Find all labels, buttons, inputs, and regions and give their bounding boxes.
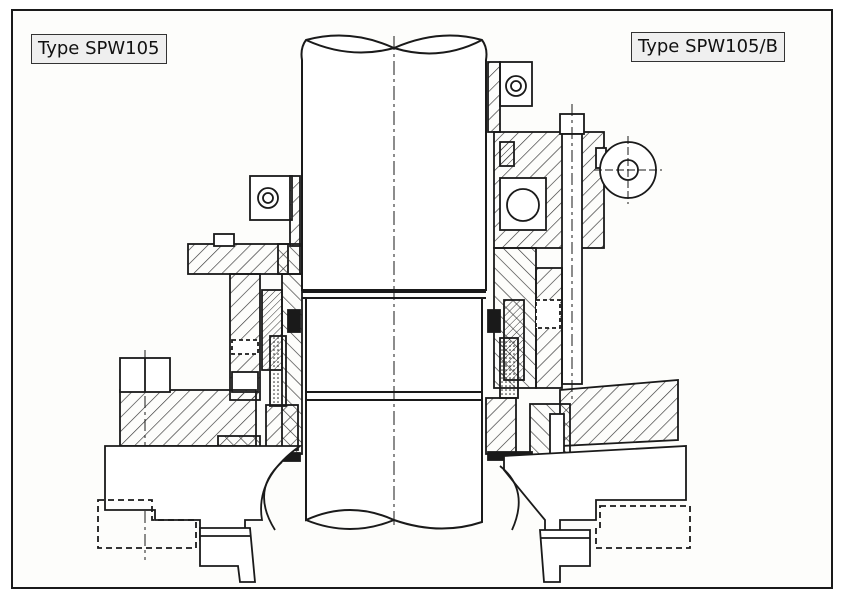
right-seal-assembly [485, 61, 691, 583]
type-label-right: Type SPW105/B [631, 32, 785, 62]
left-seal-assembly [97, 175, 303, 583]
type-label-left: Type SPW105 [31, 34, 167, 64]
